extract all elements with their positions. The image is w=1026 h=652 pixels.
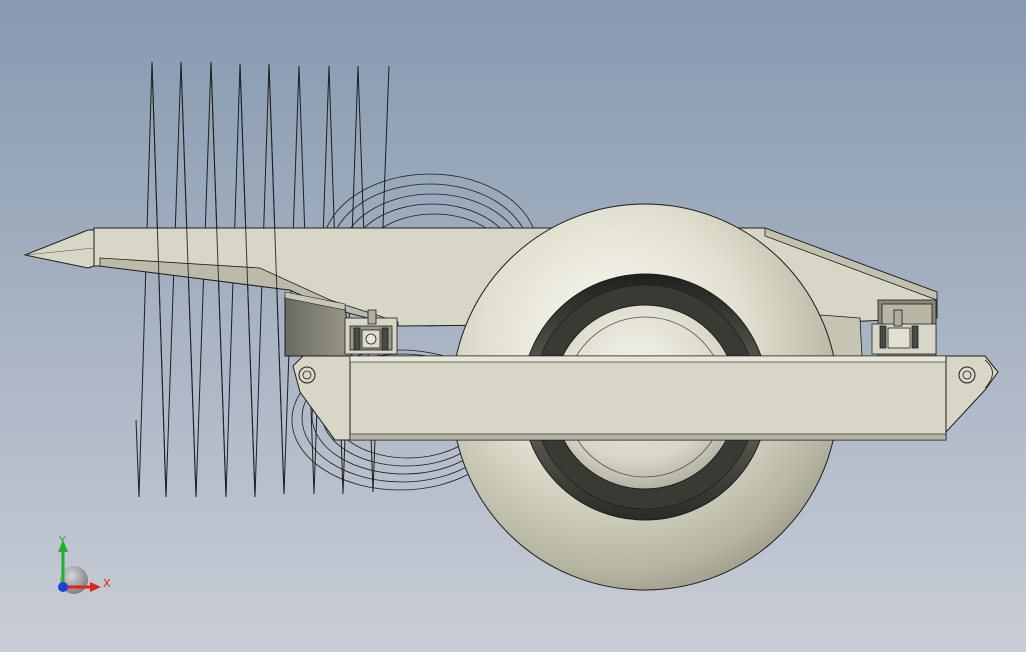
y-axis-label: Y bbox=[58, 534, 66, 547]
lower-swing-arm[interactable] bbox=[292, 355, 999, 441]
spring-wire-front bbox=[151, 61, 285, 498]
z-axis-dot bbox=[58, 582, 68, 592]
rear-lug-hole bbox=[958, 366, 976, 384]
pivot-bolt-left bbox=[353, 327, 361, 351]
front-lug-hole bbox=[298, 366, 316, 384]
pivot-bolt-left bbox=[879, 325, 887, 349]
x-axis-label: X bbox=[103, 577, 111, 590]
rear-upper-strut bbox=[764, 227, 938, 301]
pivot-bolt-right bbox=[381, 327, 389, 351]
front-pivot-assembly[interactable] bbox=[344, 309, 398, 355]
front-bracket-top bbox=[284, 291, 346, 311]
coordinate-triad[interactable]: Y X bbox=[58, 534, 111, 594]
frame-lower-taper bbox=[99, 257, 399, 327]
rear-pivot-assembly[interactable] bbox=[871, 299, 937, 357]
pivot-bolt-right bbox=[911, 325, 919, 349]
arm-beam[interactable] bbox=[349, 355, 947, 441]
